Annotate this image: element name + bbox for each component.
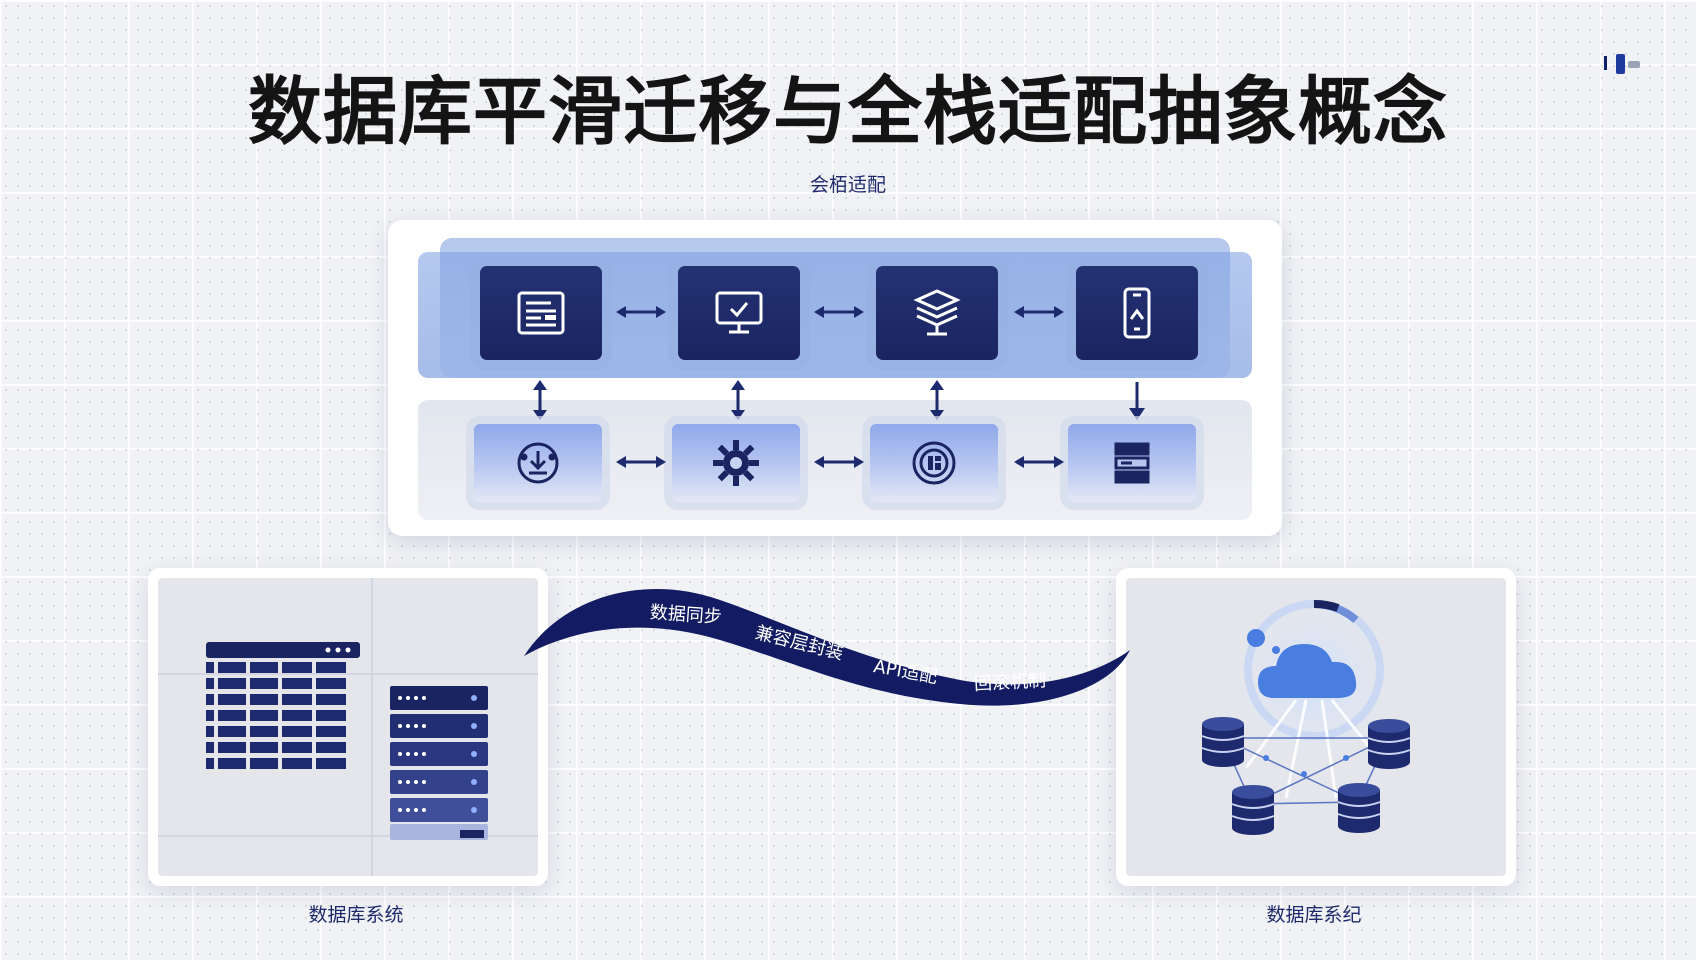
cloud-database-box xyxy=(1116,568,1516,886)
vertical-arrow-icon xyxy=(930,380,944,420)
legacy-database-box xyxy=(148,568,548,886)
vertical-arrow-icon xyxy=(533,380,547,420)
server-rack-icon xyxy=(1068,424,1196,502)
document-window-icon xyxy=(480,266,602,360)
down-arrow-icon xyxy=(1129,382,1145,420)
ribbon-label-compat: 兼容层封装 xyxy=(753,622,846,665)
download-cycle-icon xyxy=(474,424,602,502)
ribbon-label-rollback: 回滚机制 xyxy=(973,670,1047,695)
adaptation-stack-panel xyxy=(388,220,1282,536)
bidirectional-arrow-icon xyxy=(616,456,666,468)
ribbon-label-sync: 数据同步 xyxy=(649,602,723,628)
cloud-system-caption: 数据库系纪 xyxy=(1266,904,1362,926)
legacy-database-illustration xyxy=(158,578,538,876)
legacy-system-caption: 数据库系统 xyxy=(308,904,404,926)
api-shield-icon xyxy=(870,424,998,502)
bidirectional-arrow-icon xyxy=(1014,456,1064,468)
mobile-phone-icon xyxy=(1076,266,1198,360)
vertical-arrow-icon xyxy=(731,380,745,420)
distributed-cloud-illustration xyxy=(1201,586,1411,835)
brand-logo xyxy=(1604,54,1640,74)
bidirectional-arrow-icon xyxy=(814,456,864,468)
ribbon-label-api: API适配 xyxy=(871,656,940,689)
bidirectional-arrow-icon xyxy=(1014,306,1064,318)
stack-subtitle: 会栢适配 xyxy=(809,174,886,196)
bidirectional-arrow-icon xyxy=(616,306,666,318)
bidirectional-arrow-icon xyxy=(814,306,864,318)
page-title: 数据库平滑迁移与全栈适配抽象概念 xyxy=(248,69,1448,155)
gear-icon xyxy=(672,424,800,502)
database-stack-icon xyxy=(876,266,998,360)
monitor-check-icon xyxy=(678,266,800,360)
